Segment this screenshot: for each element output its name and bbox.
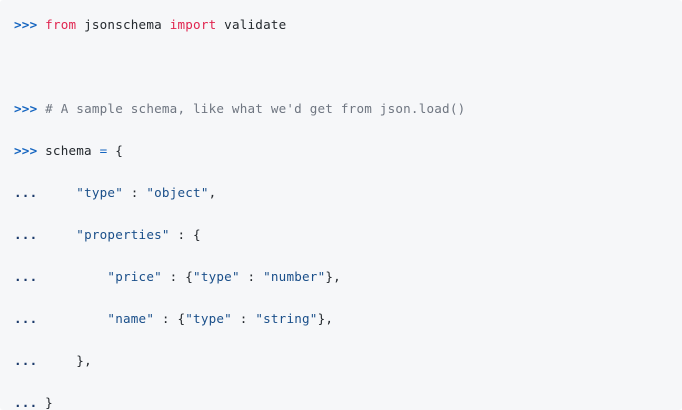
code-token: # A sample schema, like what we'd get fr… <box>45 101 466 116</box>
code-token <box>37 17 45 32</box>
code-token: { <box>193 227 201 242</box>
code-line: >>> from jsonschema import validate <box>14 14 666 35</box>
code-line: >>> schema = { <box>14 140 666 161</box>
code-token: ... <box>14 185 38 200</box>
code-token: validate <box>216 17 287 32</box>
code-content[interactable]: >>> from jsonschema import validate >>> … <box>14 14 666 410</box>
code-token: "type" <box>185 311 232 326</box>
code-token: = <box>99 143 108 158</box>
code-token: "name" <box>107 311 155 326</box>
code-token: { <box>115 143 124 158</box>
code-token: }, <box>76 353 92 368</box>
code-token: { <box>185 269 194 284</box>
code-token: : <box>154 311 178 326</box>
code-token <box>37 269 107 284</box>
code-line: ... "type" : "object", <box>14 182 666 203</box>
code-token: : <box>231 311 256 326</box>
code-token: : <box>161 269 186 284</box>
code-token: import <box>169 17 217 32</box>
code-token: from <box>45 17 77 32</box>
code-token: , <box>208 185 217 200</box>
code-line: ... } <box>14 392 666 410</box>
code-token: ... <box>14 395 38 410</box>
code-token <box>14 59 22 74</box>
code-token: "properties" <box>76 227 170 242</box>
code-token: >>> <box>14 17 38 32</box>
code-lines-container: >>> from jsonschema import validate >>> … <box>14 14 666 410</box>
code-token: }, <box>317 311 334 326</box>
code-token <box>37 227 76 242</box>
code-token: }, <box>325 269 341 284</box>
code-token: ... <box>14 311 38 326</box>
code-token: : <box>169 227 194 242</box>
code-token: schema <box>37 143 100 158</box>
code-token: ... <box>14 269 38 284</box>
code-token: "price" <box>107 269 162 284</box>
code-token: { <box>177 311 186 326</box>
code-line <box>14 56 666 77</box>
code-token: "object" <box>146 185 209 200</box>
code-token: "type" <box>193 269 240 284</box>
code-token <box>37 185 76 200</box>
code-line: >>> # A sample schema, like what we'd ge… <box>14 98 666 119</box>
code-token: >>> <box>14 101 38 116</box>
code-token <box>37 353 76 368</box>
code-line: ... "name" : {"type" : "string"}, <box>14 308 666 329</box>
code-line: ... }, <box>14 350 666 371</box>
code-token: >>> <box>14 143 38 158</box>
code-token: : <box>239 269 264 284</box>
code-token: "number" <box>263 269 326 284</box>
code-token <box>37 101 45 116</box>
code-token: ... <box>14 227 38 242</box>
code-token: } <box>45 395 53 410</box>
code-token: jsonschema <box>76 17 170 32</box>
code-token: ... <box>14 353 38 368</box>
code-token <box>37 395 45 410</box>
code-line: ... "properties" : { <box>14 224 666 245</box>
code-token <box>37 311 107 326</box>
code-token: : <box>122 185 147 200</box>
code-line: ... "price" : {"type" : "number"}, <box>14 266 666 287</box>
code-token: "type" <box>76 185 123 200</box>
code-token: "string" <box>255 311 318 326</box>
